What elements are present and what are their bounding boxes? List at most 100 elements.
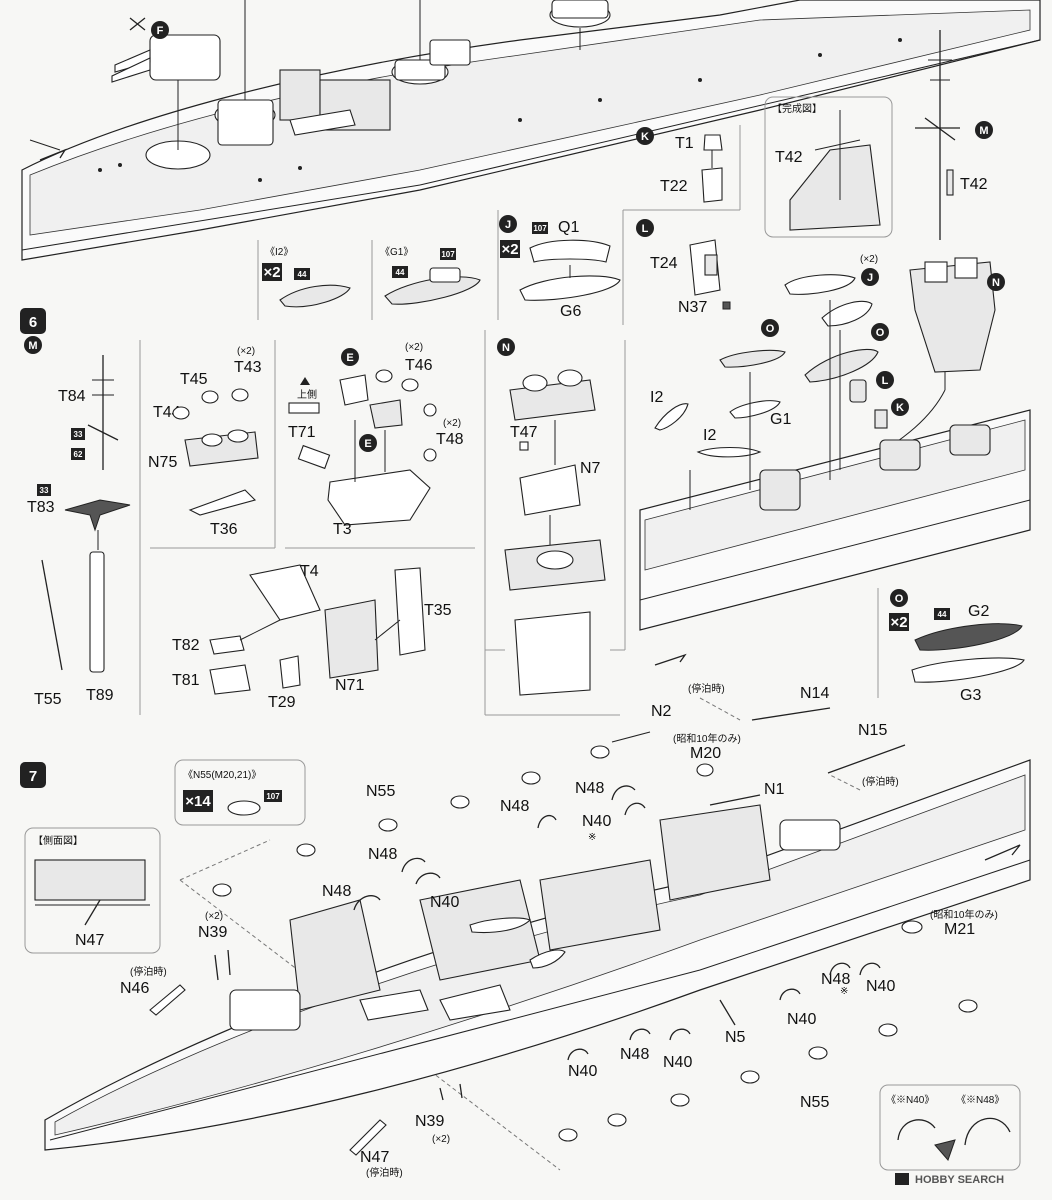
- svg-text:HOBBY SEARCH: HOBBY SEARCH: [915, 1174, 1004, 1186]
- svg-text:J: J: [505, 219, 511, 231]
- svg-text:L: L: [642, 223, 649, 235]
- svg-text:44: 44: [298, 270, 307, 279]
- svg-text:N48: N48: [322, 883, 351, 900]
- svg-text:G1: G1: [770, 411, 791, 428]
- svg-text:N15: N15: [858, 722, 887, 739]
- svg-text:N40: N40: [582, 813, 611, 830]
- svg-text:F: F: [157, 25, 164, 37]
- svg-text:K: K: [641, 131, 649, 143]
- svg-text:N55: N55: [366, 783, 395, 800]
- panel-g1-boat: 《G1》 107 44: [371, 240, 481, 320]
- svg-text:L: L: [882, 375, 889, 387]
- svg-text:N40: N40: [430, 894, 459, 911]
- svg-text:N40: N40: [787, 1011, 816, 1028]
- svg-text:N47: N47: [360, 1149, 389, 1166]
- deck-fittings: [98, 38, 902, 182]
- svg-text:(×2): (×2): [237, 346, 255, 357]
- svg-text:O: O: [876, 327, 885, 339]
- svg-text:33: 33: [74, 430, 83, 439]
- svg-text:107: 107: [533, 224, 547, 233]
- svg-text:44: 44: [396, 268, 405, 277]
- svg-text:107: 107: [266, 792, 280, 801]
- svg-text:J: J: [867, 272, 873, 284]
- svg-text:I2: I2: [703, 427, 716, 444]
- svg-text:【側面図】: 【側面図】: [33, 834, 83, 847]
- panel-j-boats: J ×2 107 Q1 G6: [497, 210, 621, 320]
- svg-text:N48: N48: [500, 798, 529, 815]
- svg-text:(昭和10年のみ): (昭和10年のみ): [673, 732, 741, 745]
- panel-n55-callout: 《N55(M20,21)》 ×14 107: [174, 759, 306, 826]
- svg-text:N39: N39: [415, 1113, 444, 1130]
- svg-text:(昭和10年のみ): (昭和10年のみ): [930, 908, 998, 921]
- svg-text:(×2): (×2): [405, 342, 423, 353]
- step7-hull: [44, 759, 1031, 1171]
- svg-text:T36: T36: [210, 521, 238, 538]
- svg-text:M: M: [28, 340, 37, 352]
- svg-text:N71: N71: [335, 677, 364, 694]
- step7-label: 7: [20, 762, 46, 788]
- svg-text:T1: T1: [675, 135, 694, 152]
- panel-t3-assembly: E E (×2) T46 (×2) T48 上側 T71 T3: [274, 340, 475, 549]
- svg-text:N14: N14: [800, 685, 829, 702]
- svg-text:62: 62: [74, 450, 83, 459]
- svg-text:N40: N40: [568, 1063, 597, 1080]
- svg-text:E: E: [364, 438, 371, 450]
- svg-text:【完成図】: 【完成図】: [772, 102, 822, 115]
- svg-text:N39: N39: [198, 924, 227, 941]
- main-turret-mid: [214, 0, 276, 146]
- svg-text:T4: T4: [300, 563, 319, 580]
- svg-text:(×2): (×2): [432, 1134, 450, 1145]
- svg-text:T3: T3: [333, 521, 352, 538]
- svg-text:N40: N40: [663, 1054, 692, 1071]
- main-turret-aft: [391, 0, 611, 85]
- svg-text:T44: T44: [153, 404, 181, 421]
- main-turret-front: [111, 34, 221, 170]
- svg-text:T83: T83: [27, 499, 55, 516]
- panel-i2-boat: 《I2》 ×2 44: [257, 240, 351, 320]
- panel-completed-view: 【完成図】 T42: [764, 96, 893, 238]
- svg-text:(停泊時): (停泊時): [130, 965, 167, 978]
- svg-text:N5: N5: [725, 1029, 746, 1046]
- panel-n40-n48-note: 《※N40》 《※N48》: [879, 1084, 1021, 1171]
- panel-o-g2-g3: O ×2 44 G2 G3: [877, 588, 1025, 704]
- svg-text:×14: ×14: [185, 793, 211, 810]
- svg-text:N75: N75: [148, 454, 177, 471]
- panel-l: L T24 N37: [622, 210, 731, 325]
- svg-text:《※N48》: 《※N48》: [956, 1094, 1004, 1106]
- svg-text:6: 6: [29, 314, 37, 331]
- svg-text:N47: N47: [75, 932, 104, 949]
- svg-text:(停泊時): (停泊時): [688, 682, 725, 695]
- step6-label: 6 M: [20, 308, 46, 354]
- svg-text:N46: N46: [120, 980, 149, 997]
- svg-text:E: E: [346, 352, 353, 364]
- mast-m-assembly: M T42 N: [884, 30, 1005, 451]
- svg-text:T45: T45: [180, 371, 208, 388]
- svg-text:N: N: [502, 342, 510, 354]
- svg-text:※: ※: [840, 986, 848, 997]
- svg-text:O: O: [895, 593, 904, 605]
- svg-text:N1: N1: [764, 781, 785, 798]
- step7-fittings: [212, 771, 978, 1142]
- svg-text:N: N: [992, 277, 1000, 289]
- svg-text:N48: N48: [575, 780, 604, 797]
- svg-text:《※N40》: 《※N40》: [886, 1094, 934, 1106]
- svg-text:(停泊時): (停泊時): [862, 775, 899, 788]
- svg-text:44: 44: [938, 610, 947, 619]
- svg-text:T84: T84: [58, 388, 86, 405]
- svg-text:N55: N55: [800, 1094, 829, 1111]
- svg-text:N7: N7: [580, 460, 601, 477]
- svg-text:T55: T55: [34, 691, 62, 708]
- svg-text:7: 7: [29, 768, 37, 785]
- svg-text:N2: N2: [651, 703, 672, 720]
- step6-hull-right: (×2) J O O G1 I2 I2 L K: [639, 254, 1031, 666]
- svg-text:T89: T89: [86, 687, 114, 704]
- svg-text:上側: 上側: [297, 388, 317, 401]
- svg-text:(停泊時): (停泊時): [366, 1166, 403, 1179]
- svg-text:T81: T81: [172, 672, 200, 689]
- svg-text:T48: T48: [436, 431, 464, 448]
- panel-k: K T1 T22: [623, 125, 741, 211]
- svg-text:G3: G3: [960, 687, 981, 704]
- svg-text:T47: T47: [510, 424, 538, 441]
